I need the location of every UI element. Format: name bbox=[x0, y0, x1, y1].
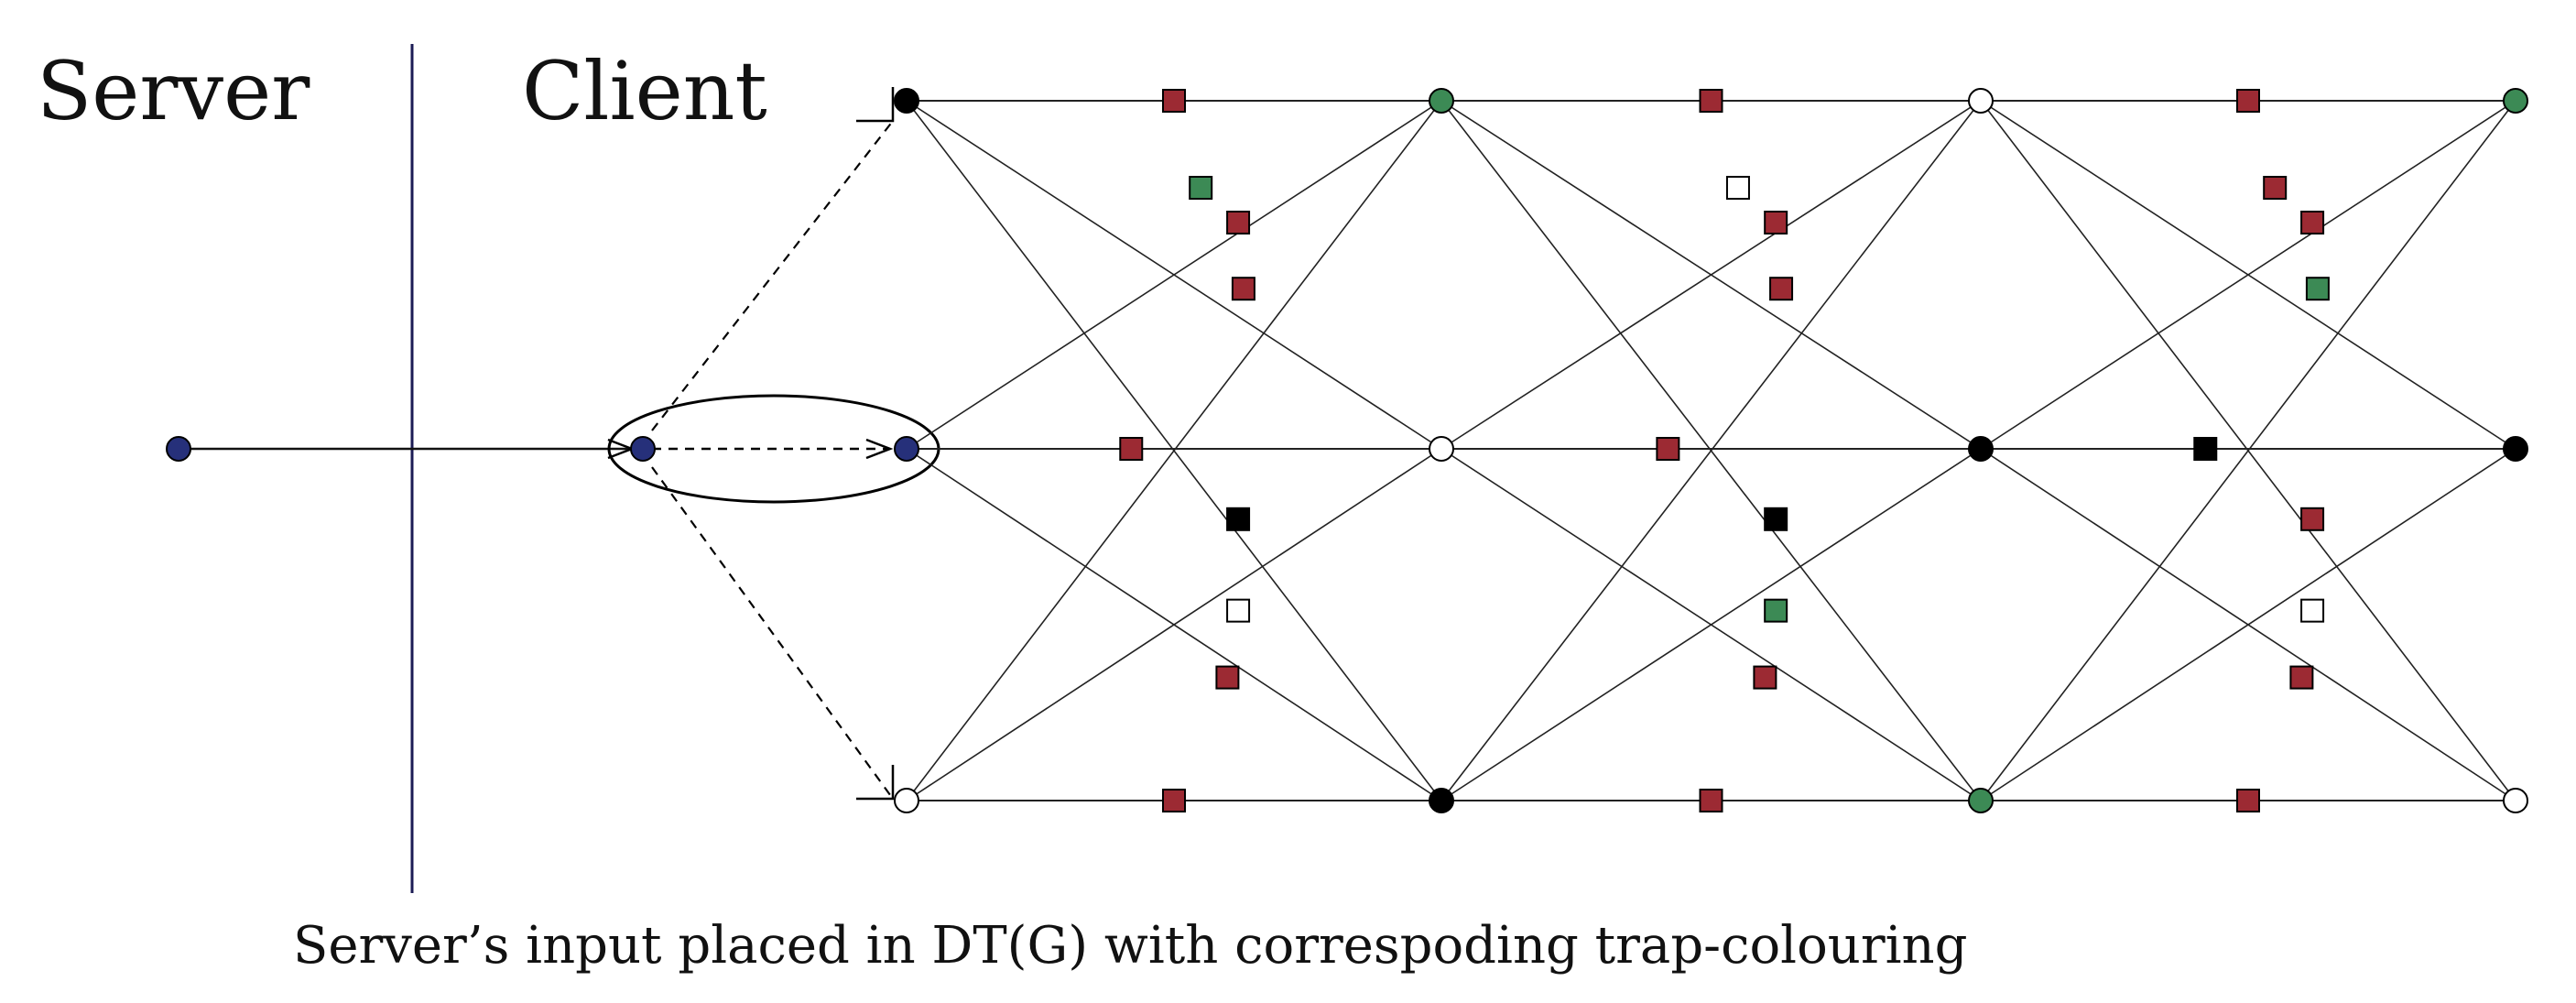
client-input-node-1 bbox=[630, 436, 656, 462]
dashed-arrow-up bbox=[651, 120, 894, 431]
edge-d-0-2-0 bbox=[906, 100, 1442, 801]
dt-node-2-2 bbox=[1968, 788, 1994, 813]
edge-d-0-2-1 bbox=[906, 448, 1442, 801]
edge-d-2-2-1 bbox=[1980, 448, 2516, 801]
dt-node-3-1 bbox=[2503, 436, 2528, 462]
trap-2-diag-f bbox=[2289, 665, 2314, 690]
trap-0-diag-c bbox=[1231, 277, 1255, 301]
trap-2-diag-b bbox=[2300, 211, 2325, 234]
caption: Server’s input placed in DT(G) with corr… bbox=[293, 916, 1968, 976]
trap-1-diag-a bbox=[1725, 176, 1750, 200]
dt-node-0-0 bbox=[894, 88, 919, 114]
trap-0-diag-a bbox=[1189, 176, 1213, 200]
dt-node-1-0 bbox=[1429, 88, 1454, 114]
trap-0-diag-f bbox=[1215, 665, 1240, 690]
dashed-arrow-down-head bbox=[856, 765, 895, 801]
dt-node-0-2 bbox=[894, 788, 919, 813]
dt-node-2-0 bbox=[1968, 88, 1994, 114]
edge-d-0-1-0 bbox=[906, 100, 1442, 450]
edge-d-1-2-0 bbox=[1440, 100, 1982, 801]
trap-1-diag-d bbox=[1764, 507, 1788, 531]
trap-1-bottom bbox=[1699, 789, 1723, 812]
trap-1-middle bbox=[1656, 437, 1680, 461]
trap-0-diag-b bbox=[1226, 211, 1251, 234]
trap-1-diag-b bbox=[1764, 211, 1788, 234]
trap-2-diag-e bbox=[2300, 598, 2325, 623]
trap-2-diag-c bbox=[2305, 277, 2330, 301]
trap-2-middle bbox=[2193, 437, 2218, 461]
edge-d-1-2-1 bbox=[1440, 448, 1982, 801]
trap-2-bottom bbox=[2236, 789, 2260, 812]
client-label: Client bbox=[522, 44, 767, 138]
trap-0-diag-d bbox=[1226, 507, 1251, 531]
dashed-arrow-down bbox=[651, 466, 894, 800]
client-input-node-2 bbox=[894, 436, 919, 462]
trap-1-diag-c bbox=[1769, 277, 1794, 301]
server-node bbox=[166, 436, 191, 462]
dt-node-2-1 bbox=[1968, 436, 1994, 462]
trap-0-top bbox=[1162, 89, 1186, 113]
dashed-arrow-up-head bbox=[856, 87, 895, 123]
edge-d-2-1-0 bbox=[1980, 100, 2516, 450]
server-label: Server bbox=[37, 44, 310, 138]
dt-node-1-2 bbox=[1429, 788, 1454, 813]
trap-0-bottom bbox=[1162, 789, 1186, 812]
trap-2-diag-d bbox=[2300, 507, 2325, 531]
trap-1-diag-e bbox=[1764, 598, 1788, 623]
dt-node-3-2 bbox=[2503, 788, 2528, 813]
trap-0-diag-e bbox=[1226, 598, 1251, 623]
trap-2-diag-a bbox=[2263, 176, 2288, 200]
edge-d-1-1-0 bbox=[1440, 100, 1982, 450]
trap-0-middle bbox=[1119, 437, 1144, 461]
client-dashed-arrowhead bbox=[865, 438, 894, 460]
edge-d-2-2-0 bbox=[1980, 100, 2516, 801]
dt-node-3-0 bbox=[2503, 88, 2528, 114]
trap-2-top bbox=[2236, 89, 2260, 113]
dt-node-1-1 bbox=[1429, 436, 1454, 462]
trap-1-diag-f bbox=[1753, 665, 1777, 690]
trap-1-top bbox=[1699, 89, 1723, 113]
